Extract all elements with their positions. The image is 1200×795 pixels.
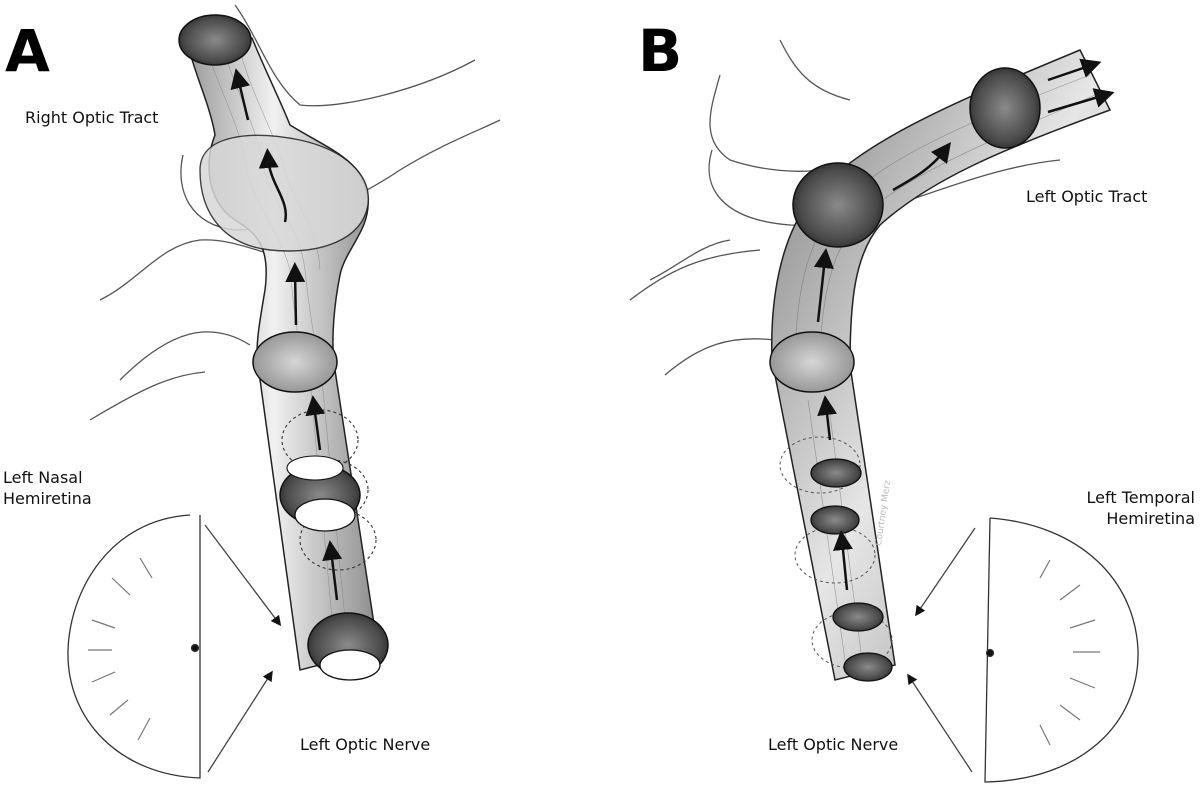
cross-section-bend (793, 163, 883, 247)
left-optic-nerve-label-a: Left Optic Nerve (300, 735, 430, 756)
panel-a-optic-nerve-tube (179, 15, 388, 680)
cross-section-tract-top (179, 15, 251, 65)
cross-section-upper-b (770, 332, 854, 392)
right-optic-tract-label: Right Optic Tract (25, 108, 158, 129)
cross-section-tract-right (970, 68, 1040, 148)
panel-b-letter: B (638, 22, 682, 80)
left-nasal-label-line1: Left Nasal (3, 468, 92, 489)
panel-b-optic-nerve-tube (770, 50, 1110, 681)
left-nasal-hemiretina-label: Left Nasal Hemiretina (3, 468, 92, 510)
left-nasal-label-line2: Hemiretina (3, 489, 92, 510)
left-optic-nerve-label-b: Left Optic Nerve (768, 735, 898, 756)
panel-a-letter: A (5, 22, 50, 80)
left-optic-tract-label: Left Optic Tract (1026, 187, 1147, 208)
left-temporal-hemiretina-label: Left Temporal Hemiretina (1087, 488, 1195, 530)
panel-b-hemiretina-diagram (910, 518, 1138, 782)
panel-a-hemiretina-diagram (68, 515, 278, 778)
cross-section-upper (253, 332, 337, 392)
left-temporal-label-line2: Hemiretina (1087, 509, 1195, 530)
left-temporal-label-line1: Left Temporal (1087, 488, 1195, 509)
